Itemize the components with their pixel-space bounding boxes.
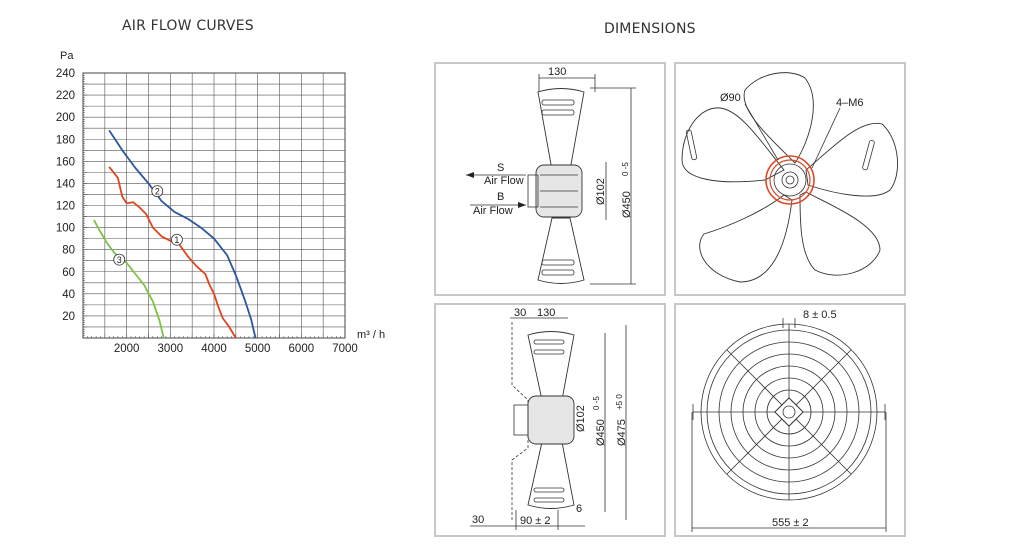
dim-diameter-label: Ø450 [621, 191, 633, 218]
series-label-1: 1 [174, 235, 179, 245]
gap-label: 8 ± 0.5 [803, 309, 837, 321]
air-s-letter: S [497, 162, 504, 174]
front-guard-drawing: 8 ± 0.5 555 ± 2 [691, 309, 887, 532]
x-tick-label: 7000 [332, 343, 358, 355]
x-axis-label: m³ / h [357, 329, 385, 341]
y-tick-label: 20 [62, 311, 75, 323]
dim-6-label: 6 [576, 503, 582, 515]
series-line-3 [93, 219, 165, 339]
series-line-1 [108, 166, 237, 339]
y-tick-label: 200 [56, 112, 75, 124]
dim-450-label: Ø450 [595, 419, 607, 446]
chart-grid [82, 72, 346, 339]
hole-diameter-label: Ø90 [720, 92, 741, 104]
x-tick-label: 2000 [114, 343, 140, 355]
panel-front-view-guard [674, 303, 906, 537]
dim-hub-label: Ø102 [595, 178, 607, 205]
y-axis-label: Pa [60, 50, 74, 62]
dim-130-label: 130 [537, 307, 555, 319]
y-tick-label: 220 [56, 90, 75, 102]
panel-front-view [674, 62, 906, 296]
y-tick-label: 140 [56, 178, 75, 190]
dim-hub-b-tolerance: 0 -5 [592, 396, 601, 410]
y-tick-label: 60 [62, 267, 75, 279]
air-b-letter: B [497, 191, 504, 203]
chart-ticks: 2000 3000 4000 5000 6000 7000 20 40 60 80 100 120 14… [56, 68, 358, 355]
x-tick-label: 3000 [158, 343, 184, 355]
y-tick-label: 180 [56, 134, 75, 146]
guard-width-label: 555 ± 2 [772, 517, 809, 529]
x-tick-label: 6000 [289, 343, 315, 355]
y-tick-label: 100 [56, 223, 75, 235]
y-tick-label: 240 [56, 68, 75, 80]
dim-475-label: Ø475 [616, 419, 628, 446]
chart-series: 1 2 3 [93, 129, 257, 339]
side-guard-drawing: 30 130 Ø102 0 -5 Ø450 Ø475 +5 0 30 90 ± … [470, 307, 628, 530]
dim-30-label: 30 [514, 307, 526, 319]
series-marker-1 [170, 233, 183, 246]
air-flow-chart: Pa m³ / h 2000 3000 4000 5000 6000 7000 20 40 60… [56, 50, 385, 355]
y-tick-label: 160 [56, 156, 75, 168]
series-line-2 [108, 129, 257, 339]
dim-hub-b-label: Ø102 [575, 405, 587, 432]
chart-title: AIR FLOW CURVES [122, 18, 254, 34]
dim-width-label: 130 [548, 66, 566, 78]
y-tick-label: 120 [56, 201, 75, 213]
panel-side-view [434, 62, 666, 296]
side-view-drawing: 130 Ø102 Ø450 0 -5 S Air Flow B Air Flow [466, 66, 636, 285]
front-view-drawing: Ø90 4–M6 [681, 72, 898, 283]
x-tick-label: 4000 [201, 343, 227, 355]
y-tick-label: 40 [62, 289, 75, 301]
series-marker-3 [113, 253, 126, 266]
holes-label: 4–M6 [836, 97, 864, 109]
dim-475-tolerance: +5 0 [615, 394, 624, 410]
panel-side-view-guard [434, 303, 666, 537]
x-tick-label: 5000 [245, 343, 271, 355]
y-tick-label: 80 [62, 245, 75, 257]
series-marker-2 [151, 185, 164, 198]
series-label-3: 3 [117, 255, 122, 265]
dim-30b-label: 30 [472, 514, 484, 526]
dim-90-label: 90 ± 2 [520, 515, 551, 527]
air-s-label: Air Flow [484, 175, 524, 187]
dimensions-title: DIMENSIONS [604, 21, 696, 37]
dim-hub-tolerance: 0 -5 [621, 162, 630, 176]
series-label-2: 2 [155, 187, 160, 197]
air-b-label: Air Flow [473, 205, 513, 217]
